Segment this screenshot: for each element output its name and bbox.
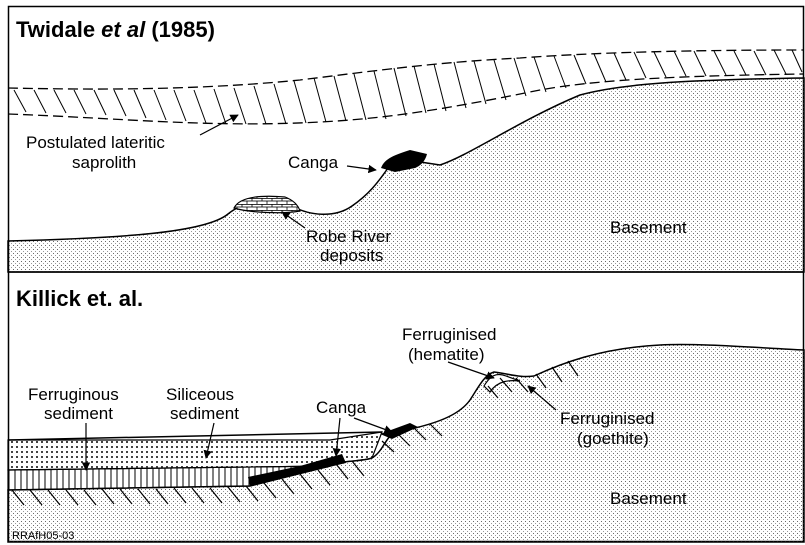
top-basement-label: Basement [610,218,687,237]
top-canga-label: Canga [288,153,339,172]
bottom-panel-title: Killick et. al. [16,286,143,311]
canga-leader-b [354,418,392,432]
goethite-label-2: (goethite) [577,429,649,448]
hematite-leader [448,362,494,378]
top-panel: Twidale et al (1985) Postulated lateriti… [8,17,804,272]
top-panel-title: Twidale et al (1985) [16,17,215,42]
canga-leader-top [347,166,376,170]
saprolith-leader [200,115,238,135]
bottom-panel: Killick et. al. Ferruginous sediment Sil… [8,286,804,542]
ferruginous-label-1: Ferruginous [28,385,119,404]
bottom-canga-label: Canga [316,398,367,417]
siliceous-label-2: sediment [170,404,239,423]
goethite-label-1: Ferruginised [560,409,655,428]
siliceous-label-1: Siliceous [166,385,234,404]
hematite-label-1: Ferruginised [402,325,497,344]
saprolith-label-1: Postulated lateritic [26,133,165,152]
top-basement [8,78,804,272]
sediment-surface [8,432,382,440]
ferruginous-label-2: sediment [44,404,113,423]
robe-label-1: Robe River [306,227,391,246]
robe-label-2: deposits [320,246,383,265]
robe-river-deposit [234,196,300,213]
figure-code: RRAfH05-03 [12,530,74,542]
hematite-label-2: (hematite) [408,345,485,364]
bottom-basement-label: Basement [610,489,687,508]
saprolith-label-2: saprolith [72,153,136,172]
